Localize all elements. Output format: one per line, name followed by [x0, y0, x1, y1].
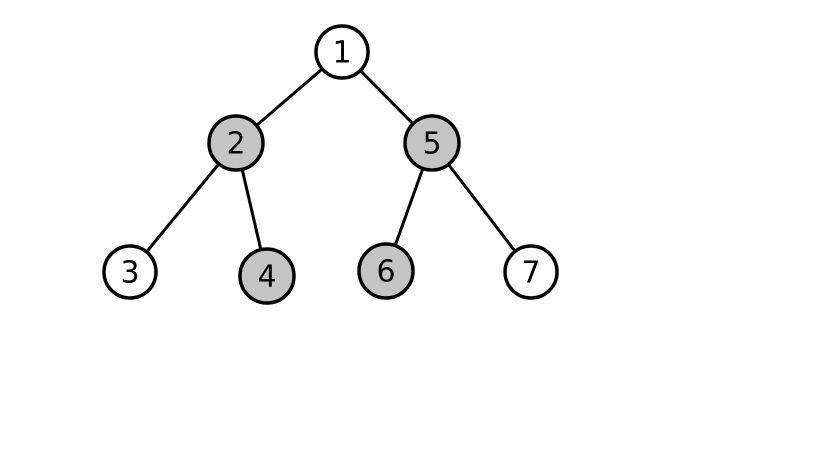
- node-circle: [207, 114, 265, 172]
- node-circle: [238, 247, 296, 305]
- node-label: 6: [376, 255, 395, 290]
- tree-node-7: 7: [503, 244, 559, 300]
- node-label: 4: [257, 260, 276, 295]
- node-label: 7: [521, 256, 540, 291]
- node-circle: [357, 242, 415, 300]
- node-circle: [503, 244, 559, 300]
- tree-node-2: 2: [207, 114, 265, 172]
- node-circle: [403, 114, 461, 172]
- node-label: 1: [332, 36, 351, 71]
- node-label: 5: [422, 127, 441, 162]
- node-circle: [102, 244, 158, 300]
- tree-node-3: 3: [102, 244, 158, 300]
- tree-node-5: 5: [403, 114, 461, 172]
- tree-node-6: 6: [357, 242, 415, 300]
- edges-layer: [128, 50, 533, 278]
- node-circle: [314, 24, 370, 80]
- nodes-layer: 1 2 5 3 4 6 7: [102, 24, 559, 305]
- tree-node-1: 1: [314, 24, 370, 80]
- tree-node-4: 4: [238, 247, 296, 305]
- node-label: 2: [226, 127, 245, 162]
- node-label: 3: [120, 256, 139, 291]
